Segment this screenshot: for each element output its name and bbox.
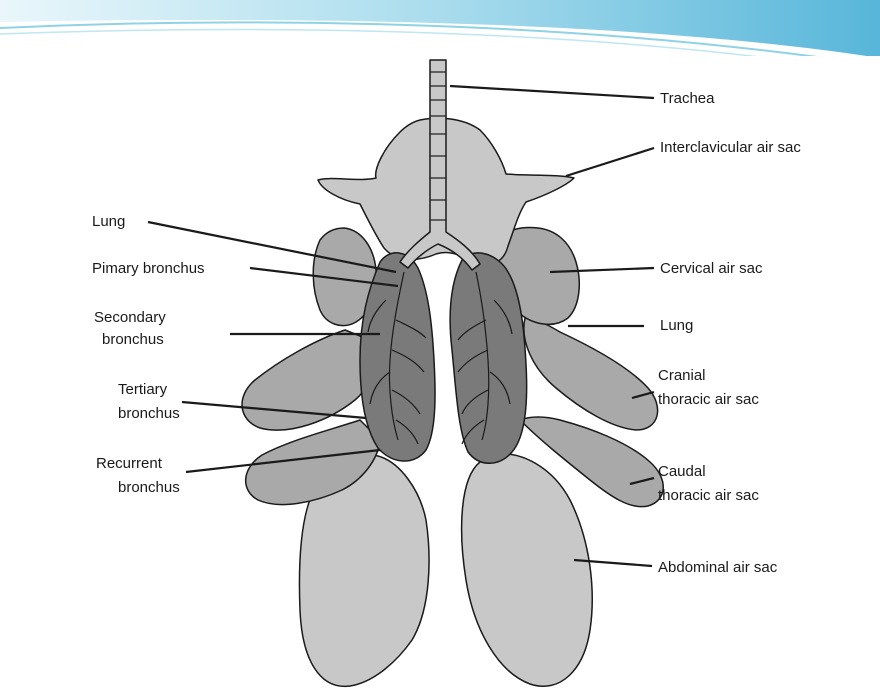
caudal-thoracic-air-sac-right xyxy=(519,416,664,508)
leader-tertiary xyxy=(181,400,367,420)
cranial-thoracic-air-sac-left xyxy=(241,329,375,431)
lung-left xyxy=(359,252,436,462)
label-cervical-air-sac: Cervical air sac xyxy=(660,260,763,277)
label-secondary-line1: Secondary xyxy=(94,309,166,326)
abdominal-air-sac-right xyxy=(460,453,593,687)
label-tertiary-line1: Tertiary xyxy=(118,381,168,398)
leader-cranial xyxy=(631,390,655,400)
trachea xyxy=(399,59,481,271)
leader-cervical xyxy=(549,266,655,274)
leader-recurrent xyxy=(185,448,381,474)
label-caudal-line2: thoracic air sac xyxy=(658,487,759,504)
leader-abdominal xyxy=(573,558,653,568)
label-trachea: Trachea xyxy=(660,90,715,107)
label-secondary-line2: bronchus xyxy=(102,331,164,348)
label-cranial-line1: Cranial xyxy=(658,367,706,384)
cranial-thoracic-air-sac-right xyxy=(523,317,659,431)
leader-lung-left xyxy=(147,220,397,274)
label-tertiary-line2: bronchus xyxy=(118,405,180,422)
swoosh-line-1 xyxy=(0,21,880,67)
leader-caudal xyxy=(629,476,655,486)
label-lung-left: Lung xyxy=(92,213,126,230)
leader-lines xyxy=(147,84,655,568)
lung-bronchi-texture xyxy=(367,271,513,445)
trachea-rings xyxy=(430,71,446,221)
label-primary-bronchus: Pimary bronchus xyxy=(92,260,205,277)
label-lung-right: Lung xyxy=(660,317,694,334)
label-abdominal-air-sac: Abdominal air sac xyxy=(658,559,778,576)
leader-interclavicular xyxy=(565,146,655,178)
swoosh-band xyxy=(0,0,880,58)
leader-trachea xyxy=(449,84,655,100)
label-caudal-line1: Caudal xyxy=(658,463,706,480)
label-recurrent-line1: Recurrent xyxy=(96,455,162,472)
leader-primary-bronchus xyxy=(249,266,399,288)
label-cranial-line2: thoracic air sac xyxy=(658,391,759,408)
abdominal-air-sac-left xyxy=(298,454,430,688)
caudal-thoracic-air-sac-left xyxy=(244,419,381,506)
label-recurrent-line2: bronchus xyxy=(118,479,180,496)
label-interclavicular-air-sac: Interclavicular air sac xyxy=(660,139,801,156)
